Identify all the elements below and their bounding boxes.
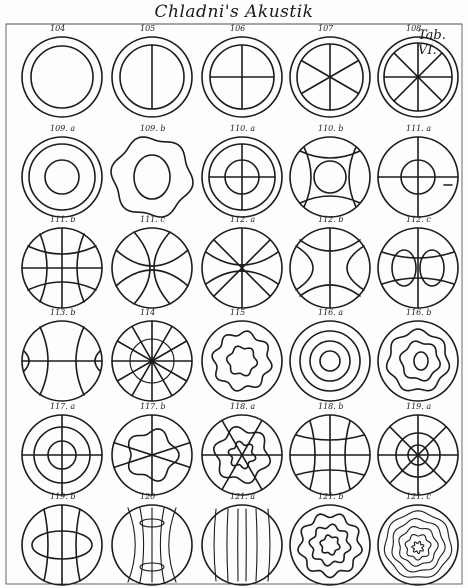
chladni-figure: [22, 321, 102, 401]
chladni-figure: [202, 321, 282, 401]
figure-number-label: 119. a: [406, 402, 431, 411]
figure-number-label: 120: [140, 492, 155, 501]
figure-number-label: 116. b: [406, 308, 431, 317]
plate-number: Tab. VI.: [418, 28, 468, 58]
chladni-figure: [290, 228, 370, 308]
figure-number-label: 106: [230, 24, 245, 33]
figure-number-label: 104: [50, 24, 65, 33]
figure-number-label: 110. a: [230, 124, 255, 133]
chladni-figure: [22, 228, 102, 308]
figure-number-label: 113. b: [50, 308, 75, 317]
chladni-figure: [290, 137, 370, 217]
figure-number-label: 121. b: [318, 492, 343, 501]
chladni-figure: [22, 37, 102, 117]
figure-number-label: 116. a: [318, 308, 343, 317]
figure-number-label: 110. b: [318, 124, 343, 133]
figure-number-label: 114: [140, 308, 155, 317]
figure-number-label: 111. b: [50, 215, 75, 224]
chladni-figure: [290, 321, 370, 401]
figure-number-label: 112. b: [318, 215, 343, 224]
chladni-figure: [290, 505, 370, 585]
chladni-figure: [22, 415, 102, 495]
chladni-figure: [378, 228, 458, 308]
figure-number-label: 118. b: [318, 402, 343, 411]
chladni-figure: [22, 505, 102, 585]
chladni-figure: [202, 505, 282, 585]
chladni-figure: [202, 37, 282, 117]
chladni-figure: [112, 321, 192, 401]
chladni-figure: [378, 505, 458, 585]
figure-number-label: 121. a: [230, 492, 255, 501]
figure-number-label: 112. a: [230, 215, 255, 224]
chladni-figure: [290, 415, 370, 495]
chladni-figure: [112, 415, 192, 495]
figure-number-label: 121. c: [406, 492, 431, 501]
figure-number-label: 109. a: [50, 124, 75, 133]
figure-number-label: 119. b: [50, 492, 75, 501]
figure-number-label: 117. b: [140, 402, 165, 411]
chladni-figure: [202, 137, 282, 217]
chladni-figure: [202, 415, 282, 495]
chladni-figure: [112, 228, 192, 308]
figure-number-label: 111. c: [140, 215, 165, 224]
chladni-figure: [202, 228, 282, 308]
chladni-figure: [378, 415, 458, 495]
figure-number-label: 105: [140, 24, 155, 33]
figure-number-label: 107: [318, 24, 333, 33]
chladni-figure: [378, 137, 458, 217]
figure-number-label: 109. b: [140, 124, 165, 133]
figure-number-label: 108: [406, 24, 421, 33]
figure-number-label: 117. a: [50, 402, 75, 411]
figure-number-label: 115: [230, 308, 245, 317]
figure-number-label: 118. a: [230, 402, 255, 411]
chladni-figure: [290, 37, 370, 117]
chladni-figure: [112, 505, 192, 585]
chladni-figure: [22, 137, 102, 217]
plate-title: Chladni's Akustik: [0, 2, 468, 22]
chladni-figure: [112, 37, 192, 117]
chladni-figure: [111, 137, 193, 217]
chladni-figure: [378, 321, 458, 401]
figure-number-label: 111. a: [406, 124, 431, 133]
figure-number-label: 112. c: [406, 215, 431, 224]
